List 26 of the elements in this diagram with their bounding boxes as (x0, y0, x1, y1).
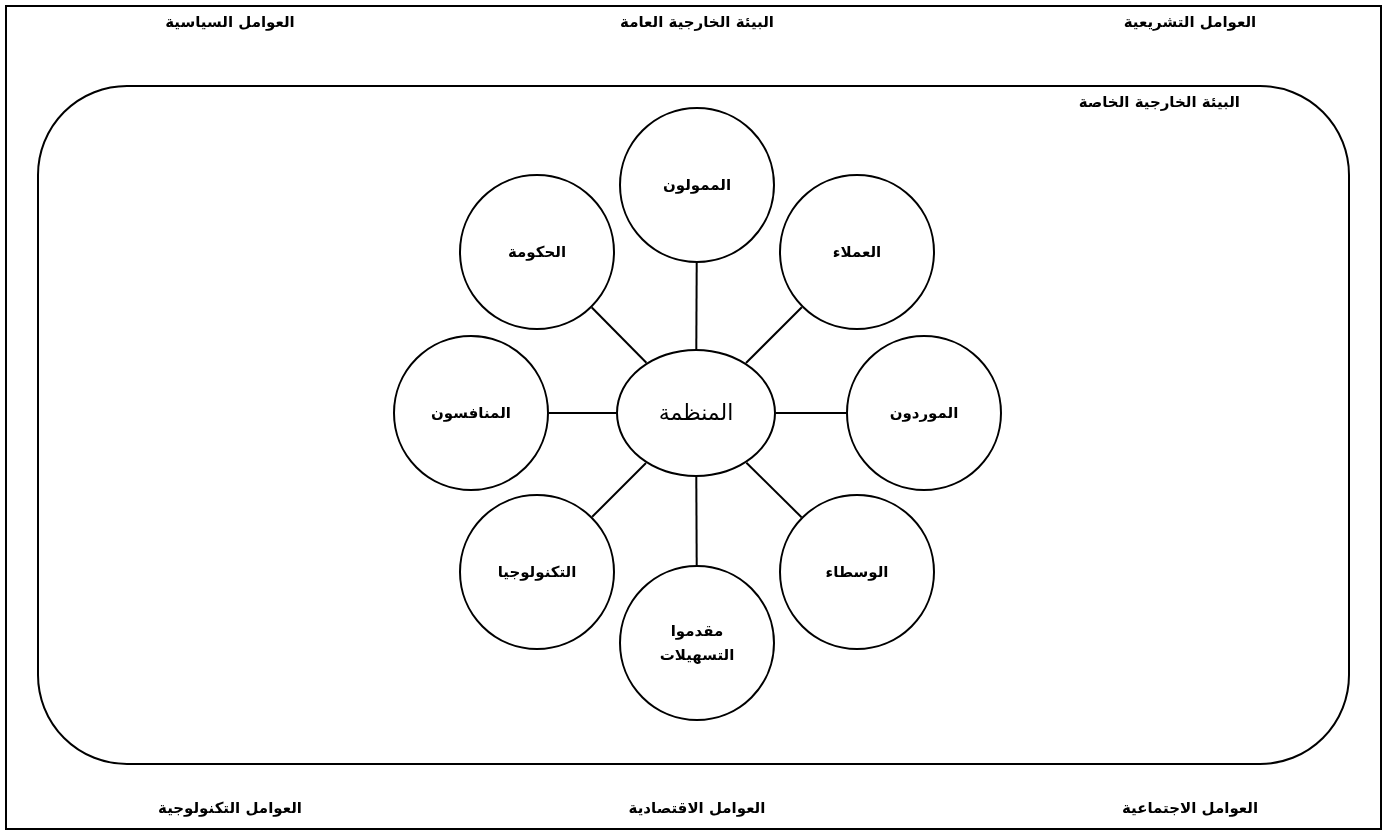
circle-node: الموردون (846, 335, 1002, 491)
connector-line (745, 306, 803, 364)
connector-line (695, 476, 698, 566)
connector-line (590, 306, 648, 364)
circle-node: الحكومة (459, 174, 615, 330)
circle-node: المنظمة (616, 349, 776, 477)
factor-label: العوامل الاقتصادية (627, 798, 767, 818)
connector-line (591, 462, 647, 518)
frame-box (5, 5, 1382, 830)
connector-line (745, 461, 803, 519)
circle-node: الممولون (619, 107, 775, 263)
connector-line (548, 412, 617, 414)
factor-label: العوامل التشريعية (1122, 12, 1258, 32)
rounded-box (37, 85, 1350, 765)
circle-node: الوسطاء (779, 494, 935, 650)
factor-label: العوامل التكنولوجية (157, 798, 303, 818)
connector-line (695, 262, 698, 350)
box-title: البيئة الخارجية الخاصة (1077, 92, 1240, 112)
circle-node: التكنولوجيا (459, 494, 615, 650)
circle-node: المنافسون (393, 335, 549, 491)
connector-line (775, 412, 847, 414)
circle-node: العملاء (779, 174, 935, 330)
factor-label: العوامل الاجتماعية (1120, 798, 1260, 818)
box-title: البيئة الخارجية العامة (619, 12, 775, 32)
factor-label: العوامل السياسية (164, 12, 296, 32)
circle-node: مقدموا التسهيلات (619, 565, 775, 721)
